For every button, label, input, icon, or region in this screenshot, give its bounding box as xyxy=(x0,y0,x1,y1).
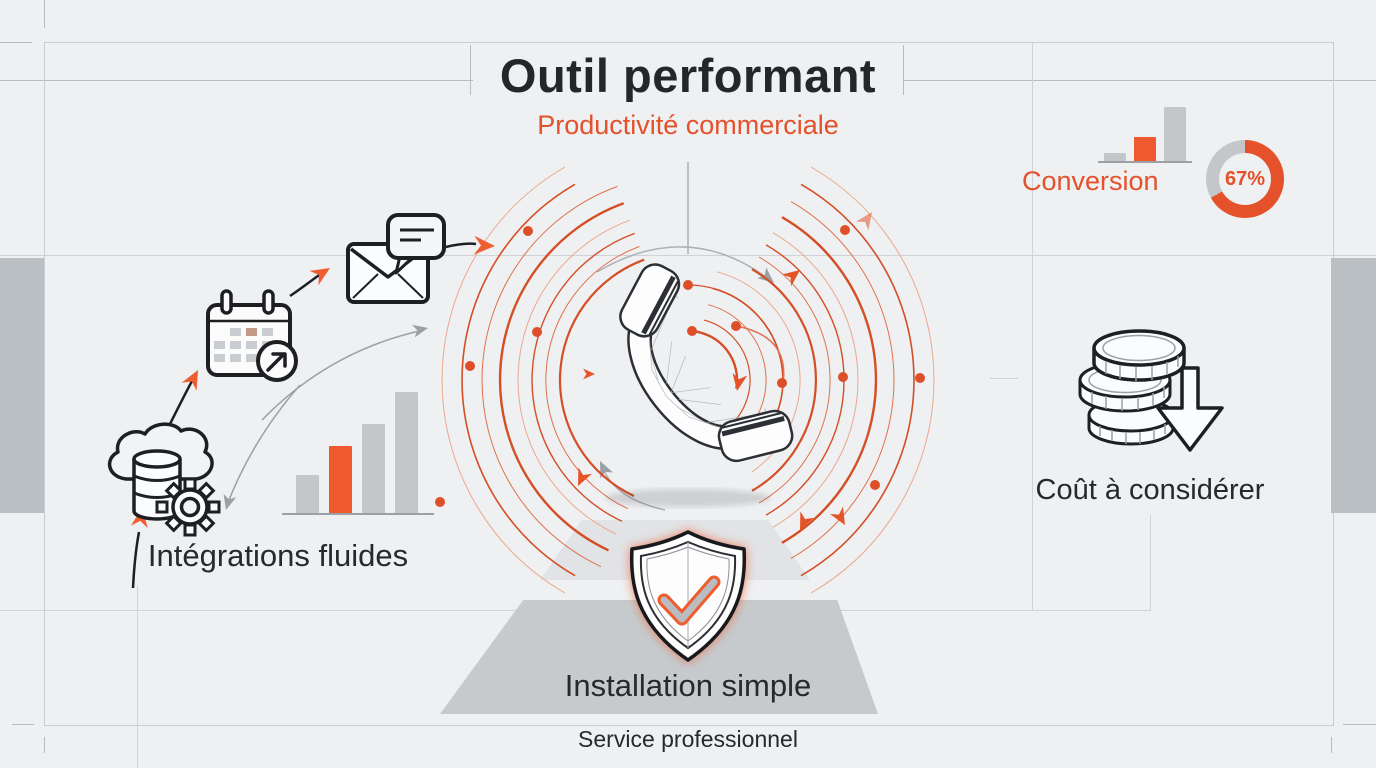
cloud-database-icon xyxy=(107,422,221,537)
integrations-bar-chart xyxy=(290,384,456,513)
down-arrow-icon xyxy=(1156,366,1224,452)
tick-bottom-left-h xyxy=(12,724,34,725)
donut-chart-icon: 67% xyxy=(1206,140,1284,218)
donut-percent-label: 67% xyxy=(1224,167,1266,190)
gear-icon xyxy=(155,477,221,537)
tick-bottom-left-v xyxy=(44,737,45,753)
service-label: Service professionnel xyxy=(578,726,798,752)
left-edge-block xyxy=(0,258,44,513)
bar xyxy=(329,446,352,513)
phone-shadow xyxy=(606,489,770,507)
bar xyxy=(362,424,385,513)
conversion-label: Conversion xyxy=(1022,166,1159,196)
title-flank-left xyxy=(470,45,471,95)
left-flow-arrows xyxy=(130,235,495,589)
gray-arrowheads xyxy=(600,267,774,479)
tick-top-left-h xyxy=(0,42,32,43)
bar xyxy=(1104,153,1126,162)
arrow-circle-icon xyxy=(256,340,298,382)
phone-waves-illustration xyxy=(435,162,935,594)
grid-line-v1032 xyxy=(1032,42,1033,610)
bar xyxy=(1134,137,1156,162)
wave-arrowheads xyxy=(578,212,872,530)
page-subtitle: Productivité commerciale xyxy=(537,110,839,140)
bar-chart-baseline xyxy=(1098,161,1192,163)
bar xyxy=(1164,107,1186,162)
tick-bottom-right-h xyxy=(1343,724,1376,725)
calendar-icon xyxy=(206,289,298,382)
gray-cycle-arrowheads xyxy=(223,324,428,510)
shield-check-icon xyxy=(629,530,747,662)
tick-top-left-v xyxy=(44,0,45,28)
title-flank-right xyxy=(903,45,904,95)
cost-label: Coût à considérer xyxy=(1035,474,1265,506)
gray-cycle-curves xyxy=(226,329,425,506)
sound-wave-arcs-left xyxy=(441,166,645,594)
bar-chart-icon xyxy=(1098,98,1204,162)
wave-dots xyxy=(435,225,925,507)
bar xyxy=(395,392,418,513)
grid-line-v1150 xyxy=(1150,515,1151,611)
installation-label: Installation simple xyxy=(564,668,812,703)
grid-line-v137 xyxy=(137,585,138,768)
right-edge-block xyxy=(1331,258,1376,513)
grid-line-h258 xyxy=(0,255,1376,256)
bar xyxy=(296,475,319,513)
coins-icon xyxy=(1078,329,1224,452)
tick-right-mid xyxy=(990,378,1018,379)
integrations-baseline xyxy=(282,513,434,515)
chat-bubble-icon xyxy=(386,213,446,275)
integrations-label: Intégrations fluides xyxy=(147,538,409,573)
tick-bottom-right-v xyxy=(1331,737,1332,753)
grid-line-h80-right xyxy=(903,80,1376,81)
grid-line-h80-left xyxy=(0,80,473,81)
page-title: Outil performant xyxy=(499,49,877,102)
coin-top xyxy=(1092,329,1186,382)
phone-handset-icon xyxy=(619,263,794,463)
envelope-icon xyxy=(346,213,446,304)
